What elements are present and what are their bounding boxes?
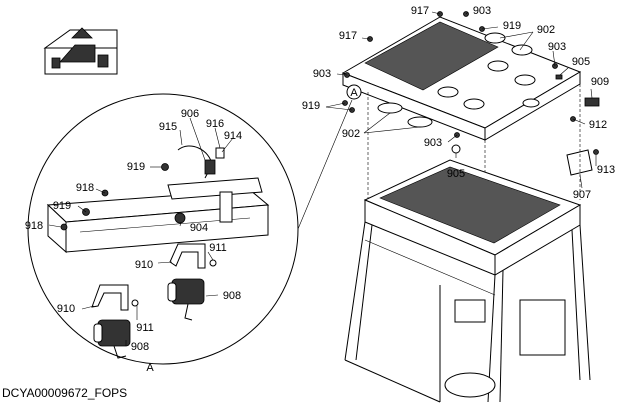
bolt-913 xyxy=(593,149,599,155)
label-906: 906 xyxy=(181,108,199,120)
label-911-a: 911 xyxy=(209,242,227,254)
label-902-left: 902 xyxy=(342,128,360,140)
label-914: 914 xyxy=(224,130,242,142)
label-908-a: 908 xyxy=(223,290,241,302)
bracket-910-lower xyxy=(91,284,129,311)
label-919-detail: 919 xyxy=(127,161,145,173)
label-904: 904 xyxy=(190,222,208,234)
frame-beam xyxy=(46,177,270,254)
label-919-left: 919 xyxy=(302,100,320,112)
label-909: 909 xyxy=(591,76,609,88)
view-marker-text: A xyxy=(350,87,358,99)
leader-lines xyxy=(48,11,597,346)
label-916: 916 xyxy=(206,118,224,130)
roof-grille xyxy=(364,21,499,91)
label-918-a: 918 xyxy=(76,182,94,194)
label-903-right: 903 xyxy=(548,41,566,53)
washer-911-lower xyxy=(131,299,139,307)
grommet-904 xyxy=(174,212,186,224)
label-918-b: 918 xyxy=(25,220,43,232)
washer-911-upper xyxy=(209,259,217,267)
label-911-b: 911 xyxy=(136,322,154,334)
label-910-a: 910 xyxy=(135,259,153,271)
label-919-detail2: 919 xyxy=(53,200,71,212)
label-912: 912 xyxy=(589,119,607,131)
seal-902-b xyxy=(407,116,433,128)
label-919-top: 919 xyxy=(503,20,521,32)
label-913: 913 xyxy=(597,164,615,176)
bracket-910-upper xyxy=(169,243,206,269)
label-915: 915 xyxy=(159,121,177,133)
seal-902-a xyxy=(377,102,403,114)
plug-905-top xyxy=(555,74,563,80)
harness-clip xyxy=(215,147,225,159)
figure-caption: DCYA00009672_FOPS xyxy=(2,386,128,400)
label-903-mid: 903 xyxy=(424,137,442,149)
plug-905-mid xyxy=(451,144,461,154)
plate-907 xyxy=(566,149,593,176)
label-907: 907 xyxy=(573,189,591,201)
label-908-b: 908 xyxy=(131,341,149,353)
label-detail-a: A xyxy=(146,362,154,374)
label-903-top: 903 xyxy=(473,5,491,17)
label-903-left: 903 xyxy=(313,68,331,80)
cover-909 xyxy=(584,97,600,107)
work-lamp-908-upper xyxy=(167,278,205,321)
detail-leader-line xyxy=(297,99,353,230)
label-917-top: 917 xyxy=(411,5,429,17)
label-905-top: 905 xyxy=(572,56,590,68)
label-902-top: 902 xyxy=(537,24,555,36)
view-marker-circle xyxy=(346,84,362,100)
cab-frame xyxy=(344,159,591,403)
bolt-918-b xyxy=(60,223,68,231)
roof-cover-902 xyxy=(341,16,582,141)
label-910-b: 910 xyxy=(57,303,75,315)
label-917-left: 917 xyxy=(339,30,357,42)
label-905-mid: 905 xyxy=(447,168,465,180)
work-lamp-908-lower xyxy=(93,319,131,359)
bolt-919-detail xyxy=(161,163,169,171)
machine-location-icon xyxy=(43,27,118,75)
part-labels: 917 903 919 902 917 903 905 909 903 919 … xyxy=(25,5,615,374)
harness-connector xyxy=(204,159,216,175)
